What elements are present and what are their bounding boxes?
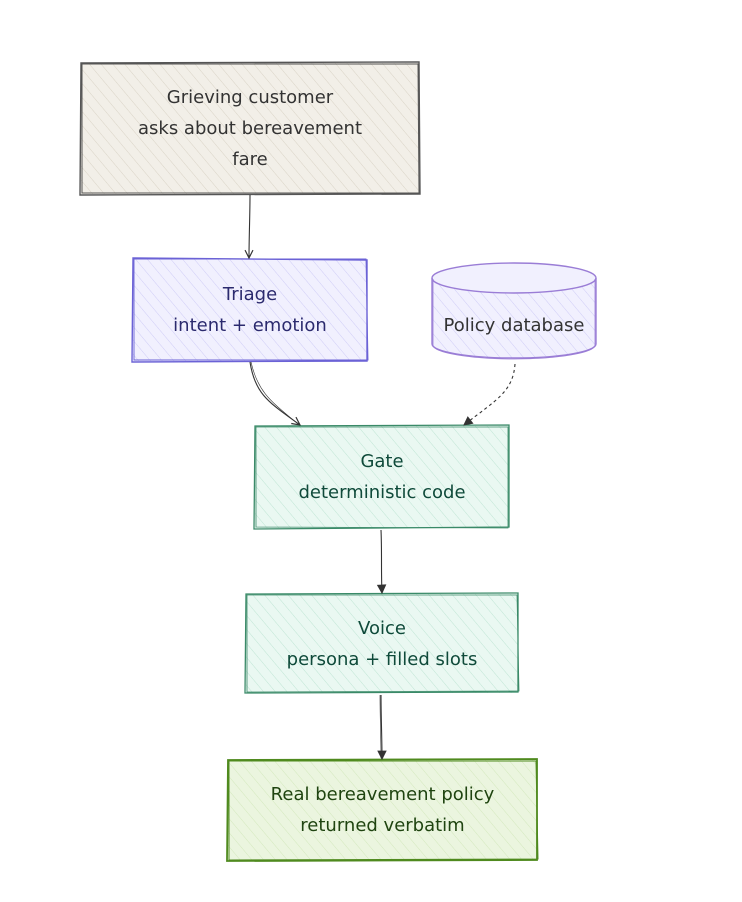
gate-node-label: Gate deterministic code <box>255 426 509 528</box>
result-box <box>226 758 539 862</box>
result-line-1: Real bereavement policy <box>270 784 495 805</box>
policy-line-1: Policy database <box>443 314 585 336</box>
edge-policy-gate <box>464 363 516 425</box>
policy-database-cylinder <box>431 262 597 360</box>
edge-gate-voice <box>381 529 382 593</box>
gate-line-2: deterministic code <box>298 482 466 503</box>
result-line-2: returned verbatim <box>300 815 465 836</box>
result-node-label: Real bereavement policy returned verbati… <box>228 760 537 860</box>
policy-node-label: Policy database <box>432 300 596 350</box>
edge-customer-triage <box>249 194 250 258</box>
gate-box <box>253 424 510 530</box>
edge-triage-gate-sketch <box>250 361 299 425</box>
gate-line-1: Gate <box>360 451 404 472</box>
voice-node-label: Voice persona + filled slots <box>246 594 518 693</box>
edge-triage-gate <box>249 361 300 425</box>
triage-box <box>131 257 369 363</box>
customer-node-label: Grieving customer asks about bereavement… <box>81 63 419 194</box>
triage-line-2: intent + emotion <box>173 315 327 336</box>
voice-line-1: Voice <box>358 617 406 639</box>
customer-line-3: fare <box>232 149 268 170</box>
triage-node-label: Triage intent + emotion <box>133 259 367 361</box>
voice-box <box>244 592 520 694</box>
voice-line-2: persona + filled slots <box>286 648 478 670</box>
edge-voice-result <box>381 694 382 759</box>
edge-voice-result-sketch <box>379 694 382 759</box>
customer-line-1: Grieving customer <box>166 87 334 108</box>
triage-line-1: Triage <box>222 284 278 305</box>
customer-box <box>79 61 421 196</box>
customer-line-2: asks about bereavement <box>138 118 362 139</box>
